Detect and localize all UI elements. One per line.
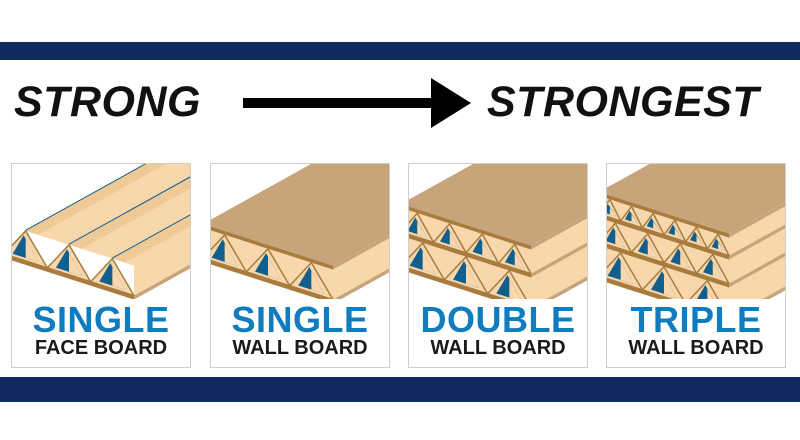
- side-face: [134, 234, 190, 296]
- single-face-board-illustration: [12, 164, 190, 299]
- flute-inner: [680, 252, 690, 269]
- flute-inner: [112, 266, 126, 290]
- side-face: [333, 238, 389, 299]
- triple-wall-board-illustration: [607, 164, 785, 299]
- top-navy-bar: [0, 42, 800, 60]
- card-subtitle: FACE BOARD: [34, 337, 168, 359]
- flute-inner: [718, 242, 725, 252]
- arrow-right-icon: [243, 78, 471, 128]
- side-face: [729, 202, 785, 238]
- flute-inner: [653, 221, 660, 231]
- flute-inner: [224, 242, 238, 267]
- card-single-face: SINGLE FACE BOARD: [11, 163, 191, 368]
- flute-inner: [609, 207, 617, 217]
- side-face: [729, 206, 785, 256]
- card-triple-wall: TRIPLE WALL BOARD: [606, 163, 786, 368]
- flute-inner: [417, 221, 427, 238]
- card-subtitle: WALL BOARD: [628, 337, 764, 359]
- top-liner-surface: [211, 164, 389, 266]
- liner-edge: [607, 194, 729, 238]
- card-subtitle: WALL BOARD: [232, 337, 368, 359]
- flute-inner: [422, 250, 436, 275]
- card-single-wall: SINGLE WALL BOARD: [210, 163, 390, 368]
- flute-band: [607, 220, 729, 284]
- liner-edge: [12, 256, 134, 299]
- liner-edge: [409, 234, 531, 278]
- flute-inner: [647, 241, 658, 258]
- top-liner-surface: [409, 164, 587, 246]
- top-liner-surface: [607, 164, 785, 234]
- side-face: [729, 228, 785, 284]
- flute-inner: [674, 228, 682, 238]
- card-double-wall: DOUBLE WALL BOARD: [408, 163, 588, 368]
- side-face: [333, 234, 389, 270]
- flute-inner: [69, 252, 82, 276]
- liner-edge: [211, 226, 333, 270]
- single-wall-board-illustration: [211, 164, 389, 299]
- flute-inner: [311, 270, 325, 294]
- flute-ridge-face: [47, 177, 190, 268]
- side-face: [729, 256, 785, 299]
- liner-edge: [607, 216, 729, 260]
- side-face: [531, 242, 587, 278]
- flute-band: [409, 210, 531, 274]
- card-title: SINGLE: [32, 299, 170, 340]
- flute-inner: [615, 231, 625, 248]
- flute-inner: [482, 242, 492, 259]
- flute-inner: [712, 262, 723, 279]
- liner-edge: [607, 244, 729, 288]
- liner-edge: [409, 206, 531, 250]
- side-face: [531, 246, 587, 299]
- side-face: [531, 218, 587, 274]
- flute-inner: [664, 274, 677, 298]
- liner-edge: [211, 260, 332, 299]
- side-face: [134, 264, 190, 299]
- card-title: DOUBLE: [420, 299, 576, 340]
- bottom-navy-bar: [0, 377, 800, 402]
- flute-inner: [514, 252, 525, 269]
- flute-inner: [466, 264, 479, 288]
- strongest-label: STRONGEST: [487, 78, 760, 126]
- flute-inner: [268, 256, 281, 280]
- side-face: [729, 252, 785, 288]
- card-title: TRIPLE: [630, 299, 762, 340]
- card-subtitle: WALL BOARD: [430, 337, 566, 359]
- flute-inner: [631, 214, 638, 224]
- flute-inner: [620, 260, 634, 285]
- side-face: [729, 224, 785, 260]
- strong-label: STRONG: [14, 78, 201, 126]
- flute-inner: [449, 231, 460, 248]
- card-title: SINGLE: [231, 299, 369, 340]
- double-wall-board-illustration: [409, 164, 587, 299]
- side-face: [531, 214, 587, 250]
